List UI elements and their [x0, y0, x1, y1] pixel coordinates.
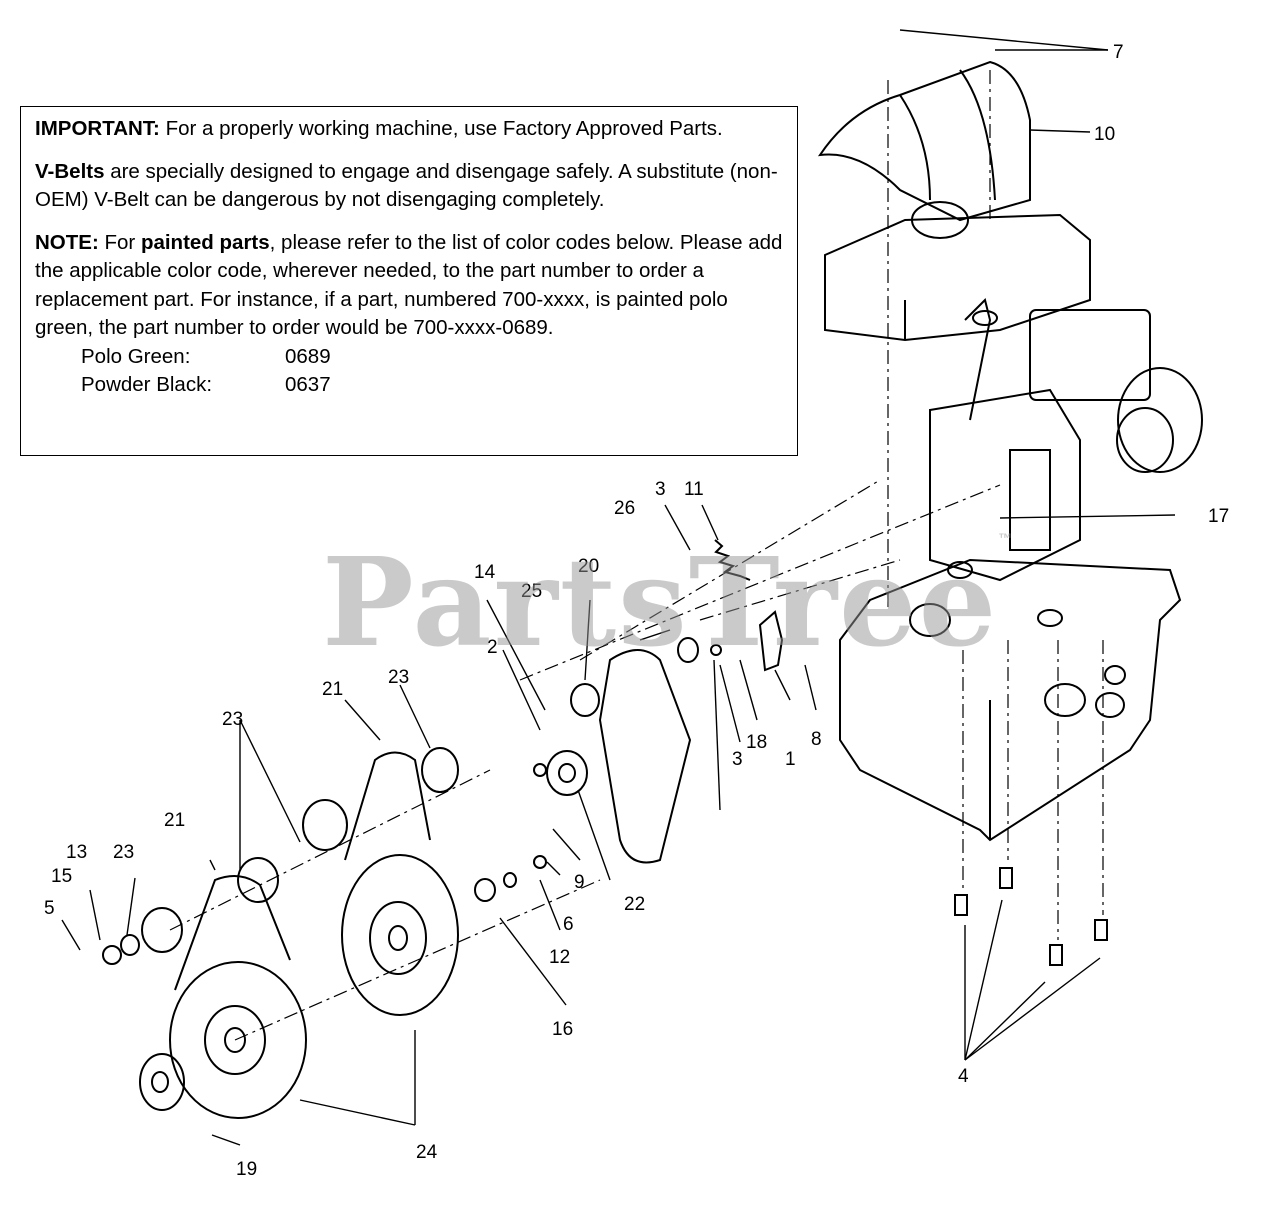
- callout-25: 25: [521, 581, 542, 602]
- pulley-19-part: [139, 1053, 185, 1111]
- frame-plate-part: [839, 558, 1182, 842]
- callout-23c: 23: [113, 842, 134, 863]
- callout-23b: 23: [222, 709, 243, 730]
- callout-11: 11: [684, 479, 704, 500]
- callout-14: 14: [474, 562, 496, 583]
- callout-labels: 7 10 17 11 3 26 20 14 25 2 21 23 18 3 1 …: [44, 42, 1229, 1180]
- alignment-lines: [169, 70, 1104, 1041]
- callout-3a: 3: [655, 479, 666, 500]
- callout-21a: 21: [322, 679, 343, 700]
- callout-26: 26: [614, 498, 635, 519]
- callout-16: 16: [552, 1019, 573, 1040]
- spring-part: [714, 539, 751, 581]
- callout-18: 18: [746, 732, 767, 753]
- callout-21b: 21: [164, 810, 185, 831]
- callout-6: 6: [563, 914, 574, 935]
- chute-part: [817, 60, 1031, 239]
- washers-part: [102, 637, 722, 965]
- color-code-row: Polo Green:0689: [81, 344, 331, 368]
- callout-15: 15: [51, 866, 72, 887]
- important-note: IMPORTANT: For a properly working machin…: [35, 117, 723, 140]
- color-code-row: Powder Black:0637: [81, 373, 331, 396]
- callout-2: 2: [487, 637, 498, 658]
- pulley-24-part: [169, 854, 459, 1119]
- callout-1: 1: [785, 749, 796, 770]
- color-code-list: Polo Green:0689 Powder Black:0637: [81, 343, 783, 400]
- callout-10: 10: [1094, 124, 1115, 145]
- callout-4: 4: [958, 1066, 969, 1087]
- callout-17: 17: [1208, 506, 1229, 527]
- callout-22: 22: [624, 894, 645, 915]
- callout-9: 9: [574, 872, 585, 893]
- painted-parts-note: NOTE: For painted parts, please refer to…: [35, 230, 783, 340]
- bolts-4-part: [954, 867, 1108, 966]
- important-notes-box: IMPORTANT: For a properly working machin…: [20, 106, 798, 456]
- callout-7: 7: [1113, 42, 1124, 63]
- leader-lines: [61, 29, 1176, 1146]
- callout-8: 8: [811, 729, 822, 750]
- idler-bracket-part: [758, 610, 784, 672]
- callout-20: 20: [578, 556, 599, 577]
- callout-13: 13: [66, 842, 87, 863]
- belt-21-part: [174, 649, 692, 991]
- callout-5: 5: [44, 898, 55, 919]
- callout-12: 12: [549, 947, 570, 968]
- callout-19: 19: [236, 1159, 257, 1180]
- vbelt-note: V-Belts are specially designed to engage…: [35, 159, 778, 212]
- callout-23a: 23: [388, 667, 409, 688]
- callout-24: 24: [416, 1142, 438, 1163]
- callout-3b: 3: [732, 749, 743, 770]
- engine-part: [824, 213, 1203, 582]
